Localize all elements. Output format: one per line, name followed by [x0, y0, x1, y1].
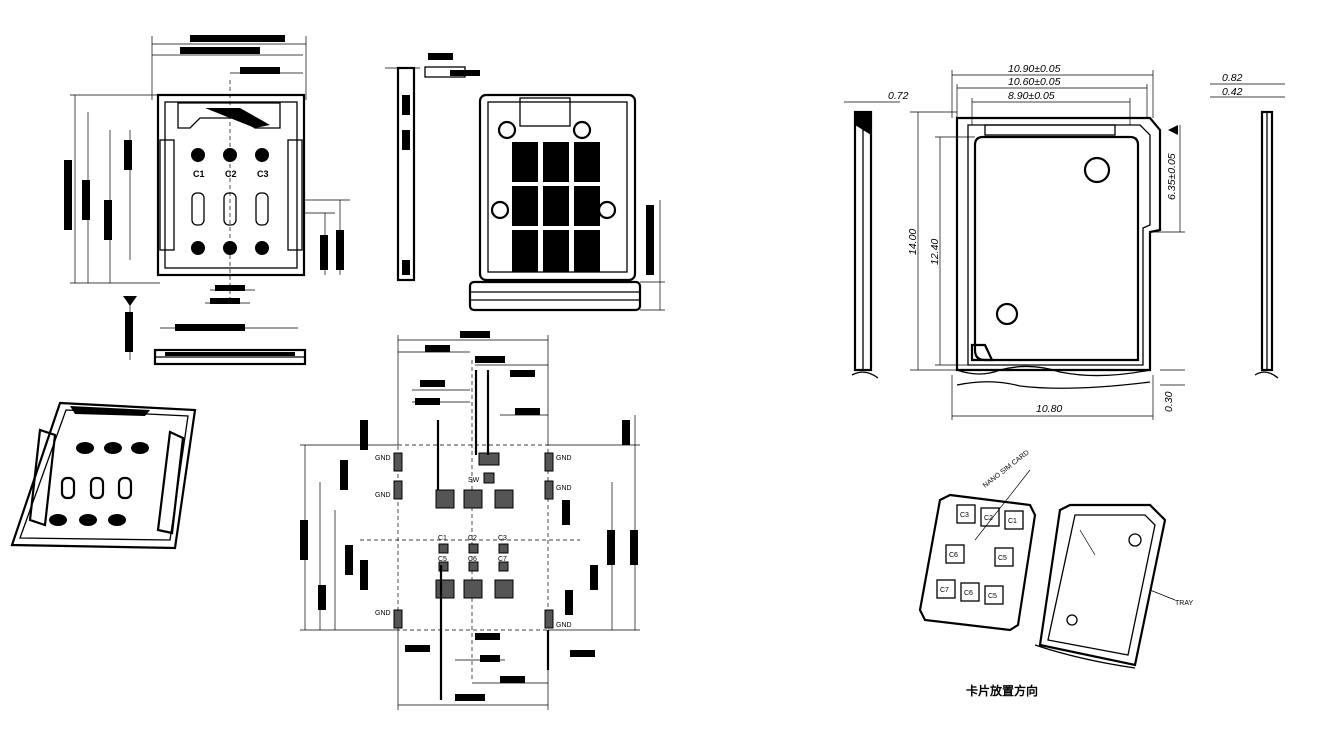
connector-front-view	[468, 93, 665, 312]
placement-caption: 卡片放置方向	[966, 683, 1038, 698]
gnd-pad	[544, 609, 554, 629]
gnd-pad	[393, 609, 403, 629]
height-notch-dim: 6.35±0.05	[1166, 153, 1178, 200]
card-contact-label: C6	[964, 590, 973, 597]
pcb-footprint: GND GND GND GND GND GND SW C1 C2 C3 C5 C…	[300, 331, 640, 710]
card-contact-label: C1	[1008, 518, 1017, 525]
connector-isometric	[10, 401, 197, 550]
right-thick-1-dim: 0.82	[1222, 72, 1243, 84]
width-total-dim: 10.90±0.05	[1008, 63, 1061, 75]
card-contact-label: C5	[988, 593, 997, 600]
contact-label: C2	[225, 169, 237, 179]
connector-side-profile	[385, 53, 480, 282]
contact-label: C1	[193, 169, 205, 179]
gnd-label: GND	[556, 485, 572, 492]
tray-hole-top	[1083, 156, 1111, 184]
connector-top-view: C1 C2 C3	[64, 35, 350, 304]
pcb-contact-label: C3	[498, 535, 507, 542]
height-total-dim: 14.00	[907, 229, 919, 255]
tray-label: TRAY	[1175, 600, 1193, 607]
card-contacts: C3 C2 C1 C6 C5 C7 C6 C5	[936, 504, 1024, 605]
bottom-width-dim: 10.80	[1036, 403, 1062, 415]
bottom-gap-dim: 0.30	[1163, 391, 1175, 412]
card-contact-label: C6	[949, 552, 958, 559]
card-contact-label: C2	[984, 515, 993, 522]
gnd-label: GND	[556, 455, 572, 462]
width-inner-dim: 8.90±0.05	[1008, 90, 1055, 102]
gnd-label: GND	[375, 492, 391, 499]
contact-label: C3	[257, 169, 269, 179]
dim-label-blob	[180, 47, 260, 54]
side-thickness-dim: 0.72	[888, 90, 909, 102]
pcb-contact-label: C1	[438, 535, 447, 542]
right-thick-2-dim: 0.42	[1222, 86, 1243, 98]
card-contact-label: C3	[960, 512, 969, 519]
switch-label: SW	[468, 477, 480, 484]
card-contact-label: C7	[940, 587, 949, 594]
gnd-pad	[393, 452, 403, 472]
gnd-pad	[393, 480, 403, 500]
gnd-label: GND	[375, 610, 391, 617]
gnd-label: GND	[375, 455, 391, 462]
gnd-pad	[544, 480, 554, 500]
front-contact-pads	[512, 142, 600, 272]
tray-drawing: 10.90±0.05 10.60±0.05 8.90±0.05 14.00 12…	[844, 63, 1285, 420]
pcb-contact-label: C7	[498, 556, 507, 563]
gnd-label: GND	[556, 622, 572, 629]
pcb-contact-label: C6	[468, 556, 477, 563]
nano-sim-card-label: NANO SIM CARD	[982, 449, 1031, 489]
height-inner-dim: 12.40	[929, 239, 941, 265]
width-mid-dim: 10.60±0.05	[1008, 76, 1061, 88]
card-contact-label: C5	[998, 555, 1007, 562]
dim-label-blob	[190, 35, 285, 42]
connector-bottom-side	[123, 296, 307, 366]
dim-label-blob	[240, 67, 280, 74]
pcb-contact-label: C5	[438, 556, 447, 563]
tray-hole-bottom	[995, 302, 1019, 326]
gnd-pad	[544, 452, 554, 472]
card-placement-diagram: C3 C2 C1 C6 C5 C7 C6 C5 NANO SIM CARD TR…	[918, 449, 1193, 698]
pcb-contact-label: C2	[468, 535, 477, 542]
